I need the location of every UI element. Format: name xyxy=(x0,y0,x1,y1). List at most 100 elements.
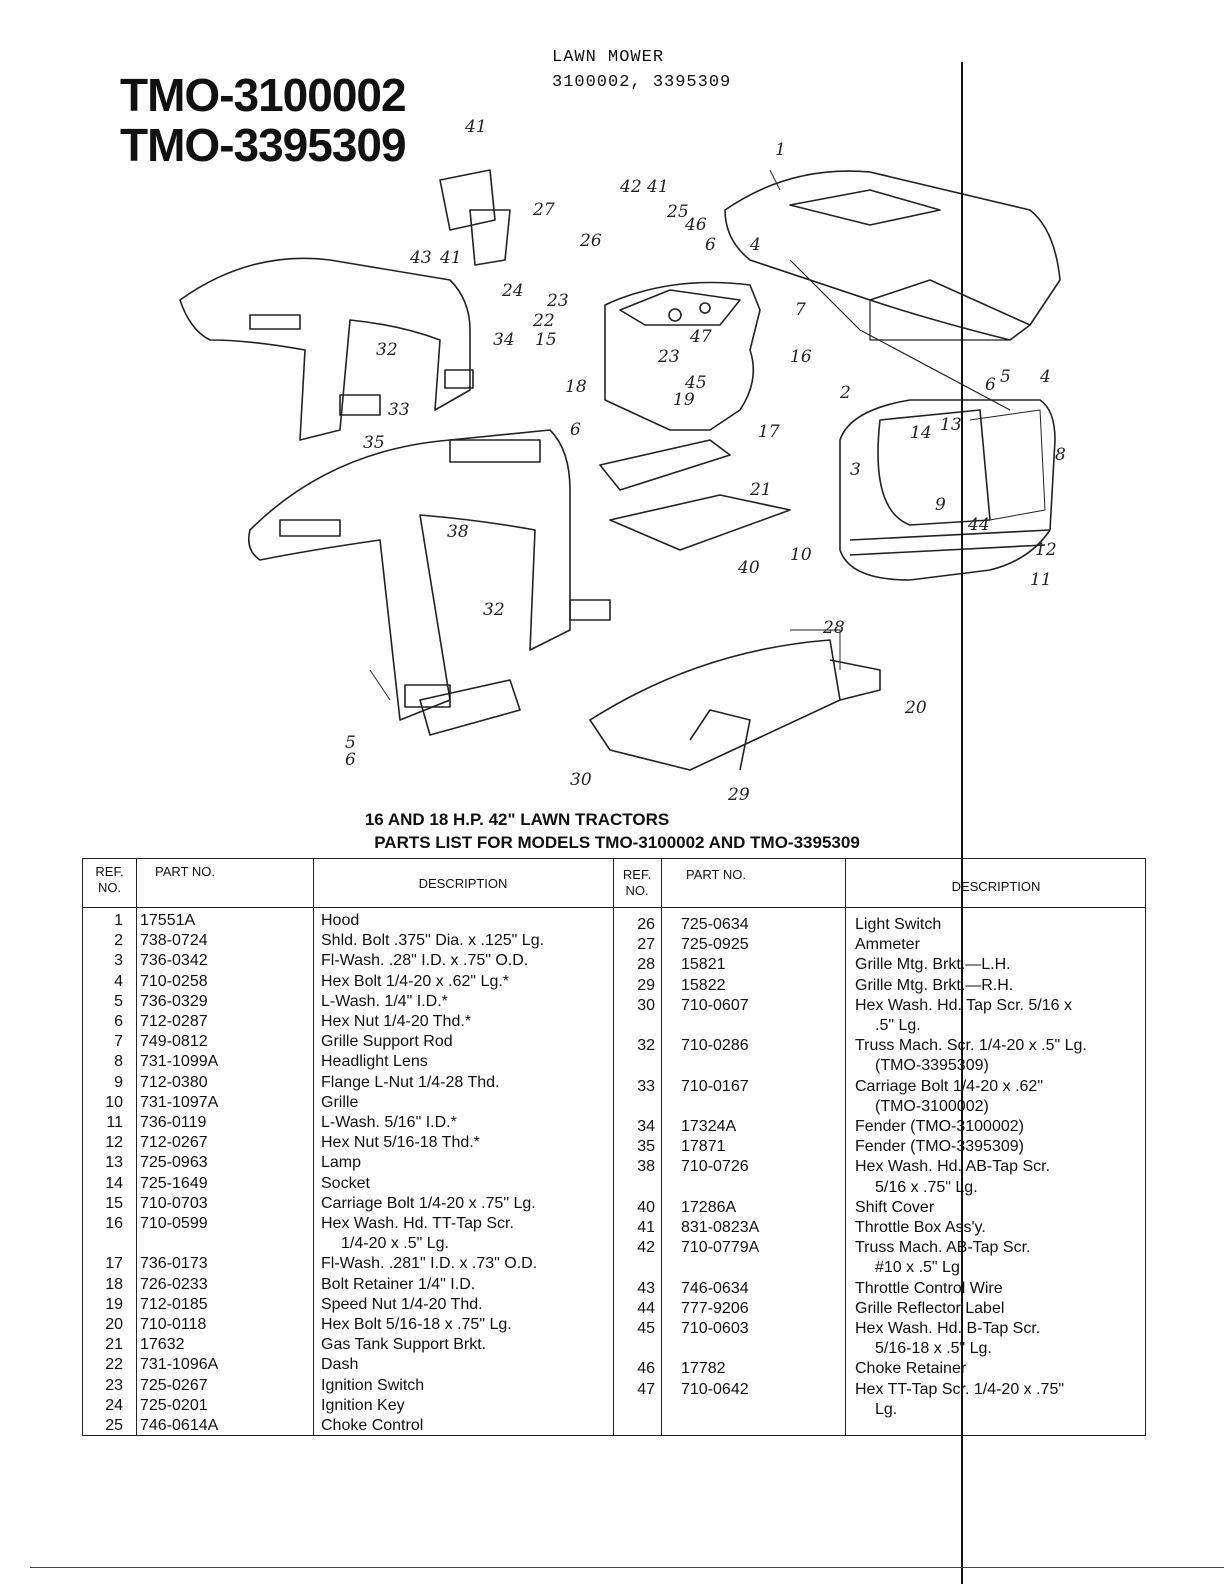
svg-text:23: 23 xyxy=(657,347,680,367)
part-number: 831-0823A xyxy=(681,1219,760,1236)
model-title-2: TMO-3395309 xyxy=(120,119,407,171)
part-number: 712-0287 xyxy=(140,1013,208,1030)
part-description: Grille Mtg. Brkt.—R.H. xyxy=(855,976,1014,994)
part-number: 738-0724 xyxy=(140,932,208,950)
svg-text:43: 43 xyxy=(409,248,432,268)
ref-number: 27 xyxy=(637,936,655,954)
svg-text:7: 7 xyxy=(795,300,806,320)
svg-text:9: 9 xyxy=(935,495,946,515)
part-description: Truss Mach. AB-Tap Scr. xyxy=(855,1239,1031,1257)
part-number: 17324A xyxy=(681,1118,737,1135)
svg-text:41: 41 xyxy=(464,117,487,137)
ref-number: 35 xyxy=(637,1138,655,1156)
ref-number: 24 xyxy=(105,1396,123,1414)
scan-vertical-line xyxy=(961,62,963,1584)
dash-part xyxy=(604,281,761,431)
part-description: Carriage Bolt 1/4-20 x .75" Lg. xyxy=(321,1194,536,1212)
part-description: Speed Nut 1/4-20 Thd. xyxy=(321,1295,483,1313)
svg-text:6: 6 xyxy=(705,235,716,255)
svg-text:25: 25 xyxy=(666,202,689,222)
part-number: 725-0963 xyxy=(140,1154,208,1172)
ref-number: 9 xyxy=(114,1073,123,1091)
svg-text:4: 4 xyxy=(1039,367,1051,387)
part-description: Throttle Box Ass'y. xyxy=(855,1219,986,1236)
ref-number: 29 xyxy=(637,976,655,994)
ref-number: 20 xyxy=(105,1316,123,1333)
ref-number: 10 xyxy=(105,1093,123,1111)
ref-number: 8 xyxy=(114,1053,123,1071)
svg-text:38: 38 xyxy=(447,522,469,542)
part-description-continued: .5" Lg. xyxy=(875,1017,921,1034)
part-description: Grille xyxy=(321,1093,359,1111)
part-number: 710-0726 xyxy=(681,1158,749,1176)
svg-text:29: 29 xyxy=(727,785,750,805)
parts-list-table: REF. NO. PART NO. DESCRIPTION REF. NO. P… xyxy=(82,858,1146,1436)
part-number: 17632 xyxy=(140,1336,185,1354)
ref-number: 23 xyxy=(105,1376,123,1394)
ref-number: 12 xyxy=(105,1134,123,1152)
throttle-box-part xyxy=(439,169,496,231)
svg-text:28: 28 xyxy=(822,618,845,638)
svg-text:4: 4 xyxy=(749,235,761,255)
part-number: 749-0812 xyxy=(140,1033,208,1051)
ref-number: 19 xyxy=(105,1295,123,1313)
part-description: L-Wash. 5/16" I.D.* xyxy=(321,1114,457,1131)
ref-number: 4 xyxy=(114,972,123,990)
exploded-parts-diagram: 1 2 3 4 4 5 5 6 6 6 6 7 8 9 10 11 12 13 … xyxy=(179,117,1066,805)
part-description-continued: (TMO-3100002) xyxy=(875,1097,989,1115)
svg-text:26: 26 xyxy=(579,231,602,251)
part-number: 710-0167 xyxy=(681,1077,749,1095)
svg-text:14: 14 xyxy=(910,423,932,443)
ref-number: 21 xyxy=(105,1336,123,1354)
svg-text:33: 33 xyxy=(388,400,410,420)
part-number: 710-0779A xyxy=(681,1239,760,1257)
ref-number: 6 xyxy=(114,1013,123,1030)
ref-number: 26 xyxy=(637,916,655,933)
part-number: 17551A xyxy=(140,912,196,929)
part-description: Truss Mach. Scr. 1/4-20 x .5" Lg. xyxy=(855,1037,1087,1055)
part-description: Lamp xyxy=(321,1154,362,1172)
ref-number: 45 xyxy=(637,1320,655,1337)
part-description: Throttle Control Wire xyxy=(855,1279,1003,1297)
part-description: Choke Control xyxy=(321,1417,424,1434)
part-number: 726-0233 xyxy=(140,1275,208,1293)
ref-number: 30 xyxy=(637,996,655,1014)
ref-number: 7 xyxy=(114,1033,123,1051)
models-label: 3100002, 3395309 xyxy=(552,73,732,92)
part-number: 731-1097A xyxy=(140,1093,219,1111)
part-number: 731-1099A xyxy=(140,1053,219,1071)
part-number: 725-0267 xyxy=(140,1376,208,1394)
callout-labels: 1 2 3 4 4 5 5 6 6 6 6 7 8 9 10 11 12 13 … xyxy=(345,117,1066,805)
ref-number: 43 xyxy=(637,1279,655,1297)
part-description: Socket xyxy=(321,1174,370,1192)
part-description: L-Wash. 1/4" I.D.* xyxy=(321,992,448,1010)
shift-cover-part xyxy=(609,494,791,551)
part-description: Ignition Key xyxy=(321,1396,405,1414)
part-description: Fl-Wash. .281" I.D. x .73" O.D. xyxy=(321,1255,538,1273)
part-description-continued: 1/4-20 x .5" Lg. xyxy=(341,1235,449,1253)
ref-number: 33 xyxy=(637,1077,655,1095)
ref-number: 18 xyxy=(105,1275,123,1293)
ref-number: 28 xyxy=(637,956,655,974)
svg-text:47: 47 xyxy=(689,327,712,347)
category-label: LAWN MOWER xyxy=(552,48,665,67)
svg-text:15: 15 xyxy=(535,330,557,350)
svg-text:32: 32 xyxy=(483,600,505,620)
part-number: 710-0642 xyxy=(681,1380,749,1398)
part-number: 710-0258 xyxy=(140,972,208,990)
part-number: 710-0603 xyxy=(681,1320,749,1337)
fender-35-part xyxy=(247,429,571,721)
